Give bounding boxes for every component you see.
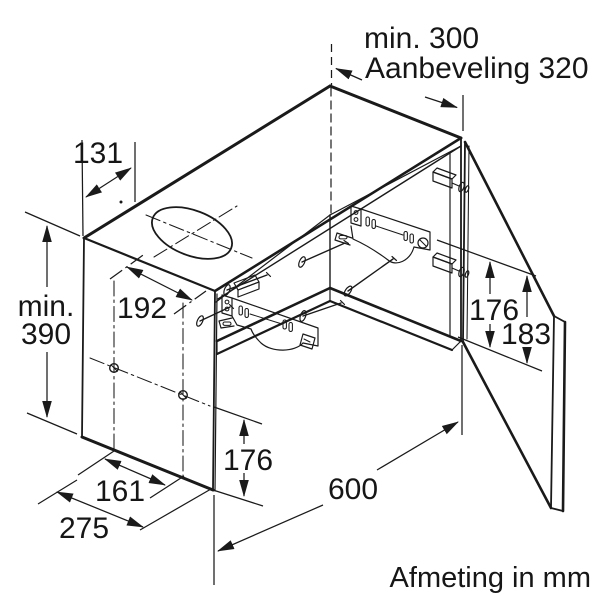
label-door-height: 183 xyxy=(501,318,551,351)
exhaust-hole-centerline-depth xyxy=(153,205,238,258)
left-wall-bottom-edge xyxy=(215,286,332,343)
screw xyxy=(196,303,235,327)
left-panel-left-edge xyxy=(81,237,85,438)
dimensions: 131 min. 300 Aanbeveling 320 min. 390 19… xyxy=(18,22,589,585)
back-wall-bottom-edge xyxy=(328,286,463,343)
door-bottom-edge xyxy=(461,340,553,510)
exhaust-hole xyxy=(119,200,253,260)
door-far-edge-inner xyxy=(550,315,555,509)
label-depth-min: min. 300 xyxy=(364,22,479,55)
dimension-176-front: 176 xyxy=(212,406,273,507)
left-wall-peg xyxy=(233,274,260,298)
label-screw-offset-bottom: 161 xyxy=(95,475,145,508)
hinge-peg-bottom xyxy=(432,252,470,278)
dimension-600: 600 xyxy=(213,345,463,585)
dimension-depth: min. 300 Aanbeveling 320 xyxy=(330,22,589,131)
dimension-275: 275 xyxy=(37,479,212,545)
dimension-192: 192 xyxy=(109,252,207,325)
mounting-bracket-right xyxy=(334,205,431,264)
door-far-edge-outer xyxy=(561,320,567,513)
top-panel-back-left-edge xyxy=(82,84,332,240)
door-top-edge xyxy=(463,140,556,318)
bottom-corner-connector xyxy=(216,287,462,355)
label-front-height: 176 xyxy=(223,444,273,477)
mounting-bracket-left xyxy=(218,294,319,351)
screw xyxy=(299,299,346,322)
left-panel-front-edge-inner xyxy=(214,293,218,492)
dimension-183: 183 xyxy=(501,275,551,364)
front-top-edge xyxy=(213,136,463,293)
label-bottom-depth: 275 xyxy=(59,512,109,545)
bracket-screw-head xyxy=(417,237,429,249)
door-hinge-edge xyxy=(462,141,466,343)
dimension-176-inner: 176 xyxy=(436,239,543,372)
left-panel-top-edge xyxy=(82,236,217,293)
label-height-min-prefix: min. xyxy=(18,290,75,323)
caption-units: Afmeting in mm xyxy=(390,562,591,594)
door-hinge-edge-inner xyxy=(466,145,470,340)
screw xyxy=(223,271,272,296)
left-wall-bottom-thickness xyxy=(215,299,332,356)
dimension-height: min. 390 xyxy=(18,211,81,435)
label-height-min-value: 390 xyxy=(21,318,71,351)
label-top-offset: 131 xyxy=(73,137,123,170)
exhaust-hole-centerline-width xyxy=(145,214,253,259)
front-top-edge-underside xyxy=(217,145,462,300)
label-inner-height: 176 xyxy=(469,294,519,327)
label-screw-spacing-top: 192 xyxy=(117,292,167,325)
holes-centerline-horizontal xyxy=(89,357,211,407)
screw xyxy=(298,239,350,268)
door-thickness-bottom xyxy=(550,507,564,512)
dimension-161: 161 xyxy=(77,450,185,508)
hinge-peg-top xyxy=(432,167,470,193)
dimension-131: 131 xyxy=(73,137,136,237)
cabinet-interior xyxy=(215,87,463,356)
door-panel xyxy=(461,140,567,513)
top-panel-back-right-edge xyxy=(328,84,463,140)
screw xyxy=(343,255,398,297)
door-thickness-top xyxy=(553,315,566,323)
centerline-dot xyxy=(119,200,123,204)
cabinet-structure xyxy=(80,84,567,513)
left-side-panel xyxy=(80,236,218,492)
left-panel-front-edge-outer xyxy=(212,290,216,491)
mounting-screws xyxy=(196,239,398,327)
label-cabinet-width: 600 xyxy=(328,473,378,506)
back-wall-top-edge xyxy=(329,145,462,216)
label-depth-recommended: Aanbeveling 320 xyxy=(365,52,589,85)
left-wall-top-edge xyxy=(215,214,331,303)
back-wall-bottom-thickness xyxy=(328,299,454,352)
